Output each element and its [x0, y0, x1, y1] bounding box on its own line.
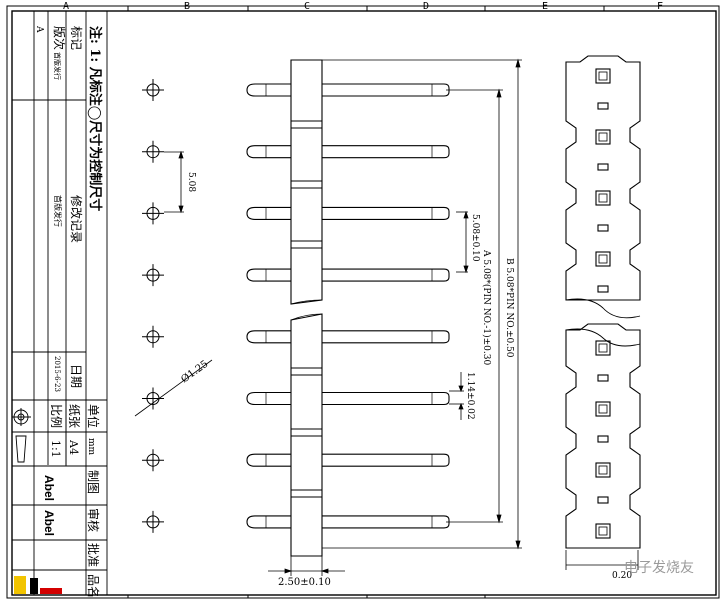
- slot-3: [597, 224, 609, 232]
- hole-dia-label: Ø1.25: [179, 359, 210, 386]
- drawn-label: 制图: [86, 470, 100, 494]
- col-label-d: D: [423, 1, 429, 12]
- pin-6: [246, 391, 450, 406]
- slot-7: [597, 496, 609, 504]
- unit-value: mm: [86, 438, 96, 456]
- note-text: 注: 1: 凡标注◯尺寸为控制尺寸: [87, 26, 103, 211]
- col-mark-header: 标记: [69, 26, 83, 50]
- company-logo: [14, 576, 62, 594]
- hole-marker-2: [142, 140, 164, 163]
- cavity-7: [595, 462, 611, 504]
- pin-2: [246, 145, 450, 159]
- header-top-view: [565, 55, 641, 549]
- pitch-label: 5.08: [186, 172, 196, 192]
- dim-a: [446, 88, 503, 524]
- top-housing-lower: [565, 323, 641, 549]
- frame-inner: [11, 10, 717, 596]
- header-side-view: [290, 59, 323, 557]
- pitch-dimension: [164, 150, 184, 214]
- paper-value: A4: [67, 439, 80, 455]
- slot-1: [597, 102, 609, 110]
- hole-marker-3: [142, 202, 164, 225]
- body-width-label: 2.50±0.10: [278, 577, 331, 588]
- scale-value: 1:1: [49, 440, 62, 458]
- cavity-2: [595, 129, 611, 171]
- cavity-8: [595, 523, 611, 539]
- pitch-tol-label: 5.08±0.10: [470, 214, 480, 262]
- hole-marker-4: [142, 264, 164, 287]
- hole-pattern: [142, 79, 164, 533]
- dim-b-label: B 5.08*PIN NO.±0.50: [504, 258, 514, 358]
- col-label-c: C: [304, 1, 310, 12]
- hole-marker-8: [142, 510, 164, 533]
- revision-table: [11, 10, 108, 596]
- col-label-b: B: [184, 1, 190, 12]
- approved-label: 批准: [86, 543, 101, 567]
- slot-5: [597, 374, 609, 382]
- pin-7: [246, 453, 450, 467]
- hole-marker-7: [142, 449, 164, 472]
- pin-4: [246, 268, 450, 282]
- pin-3: [246, 206, 450, 220]
- slot-4: [597, 285, 609, 293]
- projection-symbol-icon: [12, 408, 31, 463]
- pin-8: [246, 515, 450, 529]
- cavity-5: [595, 340, 611, 382]
- hole-marker-6: [142, 387, 164, 410]
- column-labels: A B C D E F: [63, 1, 663, 12]
- checked-by: Abel: [42, 510, 56, 536]
- record-title: 修改记录: [69, 195, 84, 243]
- pitch-tol-dimension: [456, 210, 469, 274]
- cavity-1: [595, 68, 611, 110]
- pin-5: [246, 330, 450, 344]
- bottom-dim-label: 0.20: [612, 571, 632, 581]
- slot-6: [597, 435, 609, 443]
- paper-label: 纸张: [67, 404, 81, 428]
- pin-set: [246, 83, 450, 529]
- checked-label: 审核: [86, 508, 101, 532]
- dim-a-label: A 5.08*(PIN NO.-1)±0.30: [481, 249, 492, 365]
- cavity-3: [595, 190, 611, 232]
- record-entry: 首版发行: [53, 195, 63, 227]
- cavity-4: [595, 251, 611, 293]
- scale-label: 比例: [49, 404, 63, 428]
- unit-label: 单位: [86, 404, 101, 428]
- revision-version: A: [34, 25, 44, 33]
- hole-dia-leader: [134, 359, 213, 417]
- hole-marker-5: [142, 325, 164, 348]
- pin-width-dimension: [449, 372, 464, 420]
- revision-mark: 首版发行: [53, 52, 62, 80]
- date-value: 2015-6-23: [53, 356, 61, 392]
- pin-width-label: 1.14±0.02: [465, 372, 475, 420]
- col-label-e: E: [542, 1, 548, 12]
- dim-b: [322, 58, 522, 550]
- cavity-6: [595, 401, 611, 443]
- frame-outer: [6, 5, 720, 599]
- date-label: 日期: [69, 364, 83, 388]
- name-label: 品名: [86, 574, 101, 598]
- housing-lower: [290, 313, 323, 557]
- pin-1: [246, 83, 450, 97]
- housing-upper: [290, 59, 323, 305]
- slot-2: [597, 163, 609, 171]
- col-version-header: 版次: [52, 26, 66, 50]
- hole-marker-1: [142, 79, 164, 101]
- col-label-a: A: [63, 1, 69, 12]
- drawn-by: Abel: [42, 475, 56, 501]
- body-width-dimension: [268, 556, 345, 576]
- watermark-text: 电子发烧友: [624, 560, 694, 576]
- bottom-dimension: [565, 550, 639, 570]
- top-housing-upper: [565, 55, 641, 301]
- col-label-f: F: [657, 1, 663, 12]
